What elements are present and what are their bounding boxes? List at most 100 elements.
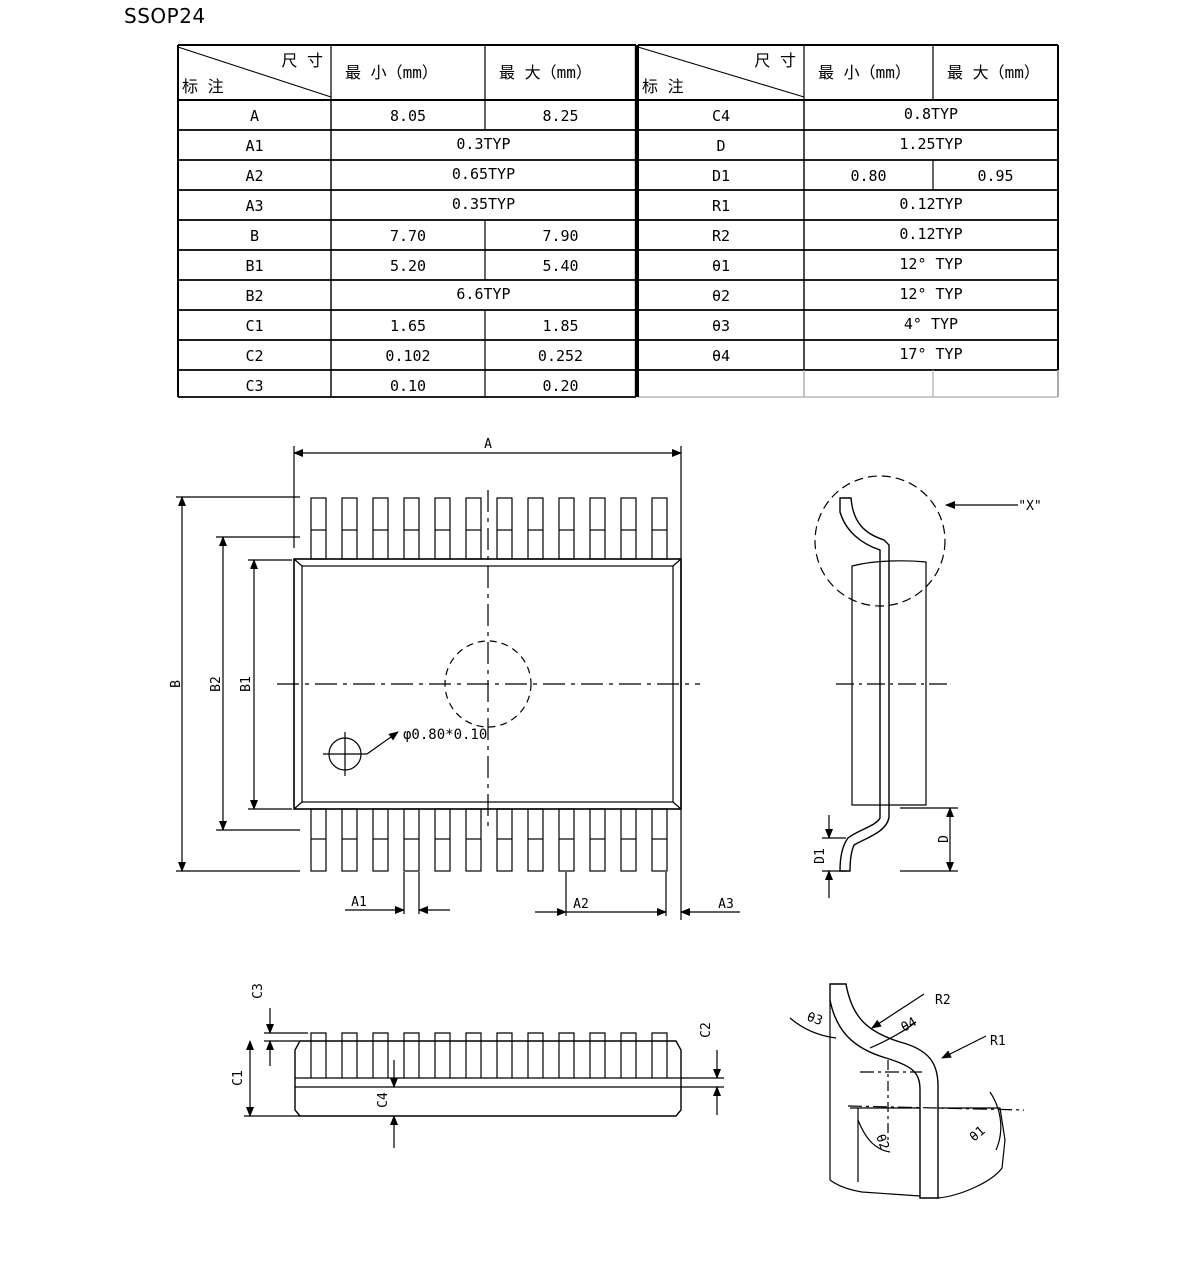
lead-bottom-4 bbox=[403, 808, 420, 872]
row-typ-value: 0.65TYP bbox=[452, 165, 515, 183]
label-D: D bbox=[937, 835, 952, 843]
front-lead-11 bbox=[620, 1032, 637, 1078]
lead-top-5 bbox=[434, 497, 451, 560]
row-max-value: 0.95 bbox=[977, 167, 1013, 185]
lead-top-8 bbox=[527, 497, 544, 560]
lead-bottom-5 bbox=[434, 808, 451, 872]
row-typ-value: 17° TYP bbox=[899, 345, 962, 363]
row-typ-value: 12° TYP bbox=[899, 255, 962, 273]
lead-bottom-6 bbox=[465, 808, 482, 872]
lead-top-1 bbox=[310, 497, 327, 560]
front-lead-7 bbox=[496, 1032, 513, 1078]
side-lead-profile bbox=[839, 497, 890, 872]
header-min: 最 小（mm） bbox=[818, 63, 911, 82]
label-R2: R2 bbox=[935, 993, 951, 1008]
front-view-labels: C3 C1 C2 C4 bbox=[231, 983, 714, 1108]
detail-view-labels: R2 R1 θ3 θ4 θ2 θ1 bbox=[805, 993, 1006, 1152]
row-typ-value: 12° TYP bbox=[899, 285, 962, 303]
label-theta3: θ3 bbox=[805, 1010, 825, 1029]
detail-view bbox=[789, 983, 1025, 1199]
row-typ-value: 0.8TYP bbox=[904, 105, 958, 123]
side-view bbox=[814, 475, 1018, 898]
label-C2: C2 bbox=[699, 1022, 714, 1038]
front-view bbox=[244, 1008, 724, 1148]
label-theta2: θ2 bbox=[872, 1132, 891, 1152]
row-max-value: 0.252 bbox=[538, 347, 583, 365]
lead-top-9 bbox=[558, 497, 575, 560]
row-max-value: 1.85 bbox=[542, 317, 578, 335]
lead-top-2 bbox=[341, 497, 358, 560]
label-A3: A3 bbox=[718, 897, 734, 912]
row-typ-value: 0.12TYP bbox=[899, 225, 962, 243]
row-label: C2 bbox=[245, 347, 263, 365]
row-label: θ4 bbox=[712, 347, 730, 365]
package-title: SSOP24 bbox=[124, 4, 206, 28]
row-max-value: 8.25 bbox=[542, 107, 578, 125]
label-D1: D1 bbox=[813, 848, 828, 864]
header-corner-bottom: 标 注 bbox=[182, 77, 224, 96]
lead-bottom-3 bbox=[372, 808, 389, 872]
lead-top-6 bbox=[465, 497, 482, 560]
row-typ-value: 0.35TYP bbox=[452, 195, 515, 213]
row-min-value: 7.70 bbox=[390, 227, 426, 245]
header-corner-top: 尺 寸 bbox=[281, 51, 323, 70]
label-C4: C4 bbox=[376, 1092, 391, 1108]
row-label: θ1 bbox=[712, 257, 730, 275]
lead-bottom-8 bbox=[527, 808, 544, 872]
label-C1: C1 bbox=[231, 1070, 246, 1086]
detail-foot bbox=[937, 1107, 1006, 1199]
lead-top-4 bbox=[403, 497, 420, 560]
lead-bottom-1 bbox=[310, 808, 327, 872]
lead-top-3 bbox=[372, 497, 389, 560]
pin1-note: φ0.80*0.10 bbox=[403, 727, 487, 743]
row-label: A2 bbox=[245, 167, 263, 185]
lead-bottom-12 bbox=[651, 808, 668, 872]
label-A2: A2 bbox=[573, 897, 589, 912]
row-label: R1 bbox=[712, 197, 730, 215]
label-detail-x: "X" bbox=[1018, 499, 1041, 514]
front-lead-10 bbox=[589, 1032, 606, 1078]
label-theta4: θ4 bbox=[899, 1015, 920, 1036]
front-body-outline bbox=[294, 1040, 682, 1117]
front-lead-12 bbox=[651, 1032, 668, 1078]
row-label: B bbox=[250, 227, 259, 245]
label-B1: B1 bbox=[239, 676, 254, 692]
top-view-labels: A B B2 B1 A1 A2 A3 φ0.80*0.10 bbox=[169, 437, 734, 912]
front-lead-4 bbox=[403, 1032, 420, 1078]
row-max-value: 5.40 bbox=[542, 257, 578, 275]
label-B2: B2 bbox=[209, 676, 224, 692]
front-lead-8 bbox=[527, 1032, 544, 1078]
detail-lead bbox=[829, 983, 939, 1199]
lead-bottom-11 bbox=[620, 808, 637, 872]
side-view-labels: "X" D D1 bbox=[813, 499, 1042, 864]
row-label: C1 bbox=[245, 317, 263, 335]
label-R1: R1 bbox=[990, 1034, 1006, 1049]
row-typ-value: 0.12TYP bbox=[899, 195, 962, 213]
header-max: 最 大（mm） bbox=[499, 63, 592, 82]
label-B: B bbox=[169, 680, 184, 688]
side-body-outline bbox=[851, 560, 927, 806]
front-lead-6 bbox=[465, 1032, 482, 1078]
row-typ-value: 4° TYP bbox=[904, 315, 958, 333]
row-max-value: 0.20 bbox=[542, 377, 578, 395]
label-A: A bbox=[484, 437, 492, 452]
lead-top-7 bbox=[496, 497, 513, 560]
row-label: C3 bbox=[245, 377, 263, 395]
row-typ-value: 6.6TYP bbox=[456, 285, 510, 303]
lead-top-10 bbox=[589, 497, 606, 560]
row-label: B2 bbox=[245, 287, 263, 305]
row-label: R2 bbox=[712, 227, 730, 245]
front-lead-2 bbox=[341, 1032, 358, 1078]
row-label: B1 bbox=[245, 257, 263, 275]
row-typ-value: 0.3TYP bbox=[456, 135, 510, 153]
lead-top-12 bbox=[651, 497, 668, 560]
label-A1: A1 bbox=[351, 895, 367, 910]
label-theta1: θ1 bbox=[967, 1124, 989, 1146]
row-min-value: 0.80 bbox=[850, 167, 886, 185]
row-min-value: 5.20 bbox=[390, 257, 426, 275]
lead-bottom-7 bbox=[496, 808, 513, 872]
front-view-pins bbox=[310, 1032, 668, 1078]
header-max: 最 大（mm） bbox=[947, 63, 1040, 82]
row-label: C4 bbox=[712, 107, 730, 125]
